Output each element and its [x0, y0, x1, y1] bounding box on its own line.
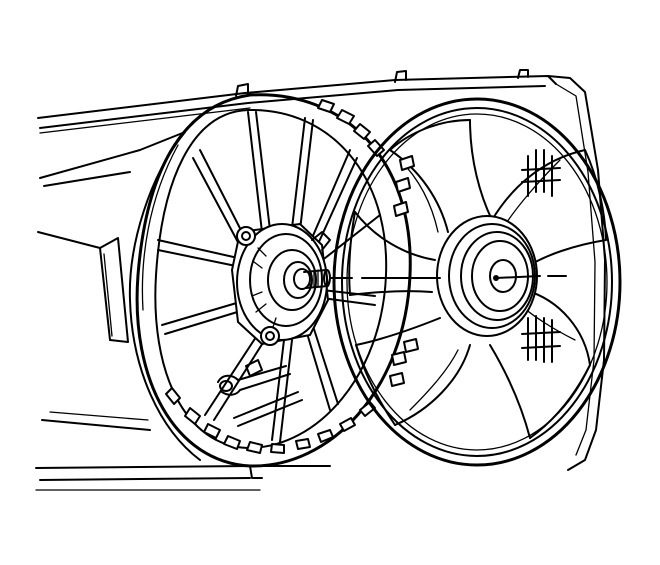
radiator-frame: [35, 69, 606, 491]
fan-hub: [436, 215, 538, 337]
motor-wiring-connector: [217, 359, 303, 427]
motor-mounting-bolt: [236, 226, 280, 346]
fan-blades: [348, 119, 607, 439]
fan-motor: [231, 223, 331, 345]
fan-blade-ring: [332, 97, 622, 467]
centerline: [329, 275, 567, 279]
shroud-spokes: [157, 111, 381, 443]
